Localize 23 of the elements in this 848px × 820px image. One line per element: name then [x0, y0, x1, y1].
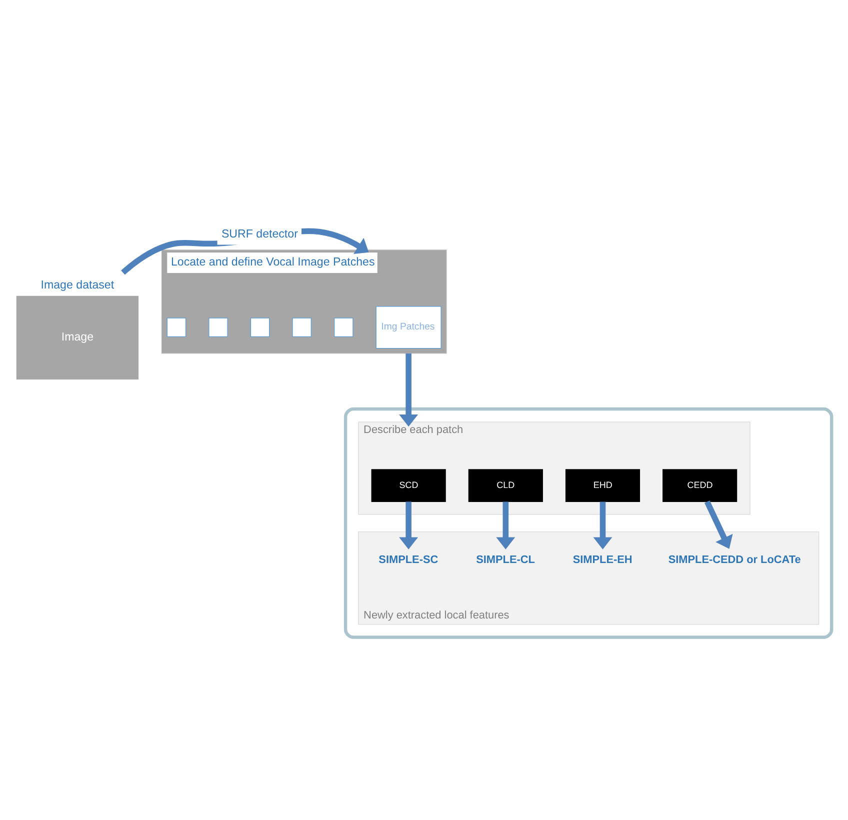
node-box [292, 318, 312, 338]
node-box: Image [16, 296, 139, 380]
node-text: SIMPLE-EH [572, 554, 632, 566]
cluster [344, 407, 834, 639]
edge-label: SURF detector [221, 228, 298, 240]
node-box [208, 318, 228, 338]
node-box [334, 318, 354, 338]
node-box: Img Patches [376, 306, 442, 349]
node-box: SCD [371, 469, 446, 502]
node-label: Image dataset [40, 279, 114, 292]
node-box: CEDD [662, 469, 738, 502]
node-text: SIMPLE-CEDD or LoCATe [668, 554, 801, 566]
node-box [166, 318, 186, 338]
arrow [399, 353, 418, 427]
node-text: SIMPLE-CL [476, 554, 535, 566]
node-text: SIMPLE-SC [378, 554, 438, 566]
node-box [250, 318, 270, 338]
arrow [496, 502, 516, 550]
arrow [593, 502, 612, 550]
arrow [399, 502, 418, 550]
arrow [704, 500, 733, 549]
node-box: CLD [468, 469, 543, 502]
node-box: EHD [565, 469, 640, 502]
